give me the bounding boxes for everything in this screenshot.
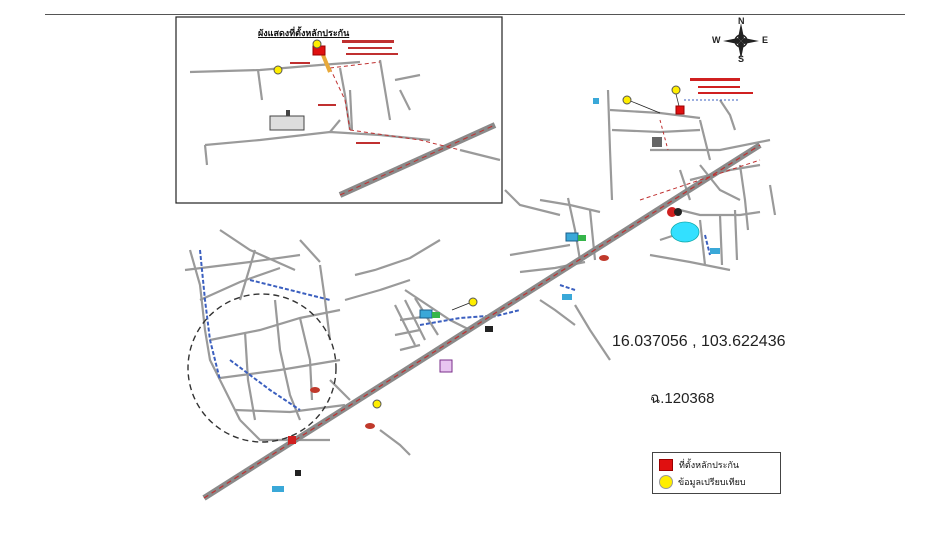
- company-icon: [562, 294, 572, 300]
- village-icon: [593, 98, 599, 104]
- subject-property-marker: [671, 85, 740, 115]
- legend-item-subject: ที่ตั้งหลักประกัน: [659, 457, 739, 473]
- hospital-icon: [667, 207, 677, 217]
- village-icon: [565, 232, 579, 242]
- tree-icon: [432, 312, 440, 318]
- compass-rose: N S W E: [712, 16, 770, 64]
- compass-north: N: [738, 16, 745, 26]
- comparison-marker-1: [468, 297, 478, 307]
- bank-icon: [485, 326, 493, 332]
- comparison-markers: [372, 95, 661, 409]
- compass-south: S: [738, 54, 745, 64]
- legend-item-comparison: ข้อมูลเปรียบเทียบ: [659, 474, 746, 490]
- top-rule: [45, 14, 905, 15]
- bank-icon: [295, 470, 301, 476]
- reference-code: ฉ.120368: [650, 390, 715, 407]
- comparison-marker-3: [372, 399, 382, 409]
- police-icon: [674, 208, 682, 216]
- hospital-icon: [288, 436, 296, 444]
- shrine-icon: [365, 423, 375, 429]
- compass-icon: [723, 23, 759, 59]
- village-icon: [710, 248, 720, 254]
- district-area-circle: [187, 293, 337, 443]
- coordinates-label: 16.037056 , 103.622436: [612, 333, 786, 350]
- inset-map-title: ผังแสดงที่ตั้งหลักประกัน: [258, 29, 350, 39]
- shrine-icon: [599, 255, 609, 261]
- compass-east: E: [762, 35, 769, 45]
- legend-label: ที่ตั้งหลักประกัน: [679, 461, 740, 471]
- yellow-circle-icon: [659, 475, 673, 489]
- tree-icon: [578, 235, 586, 241]
- route-branch: [659, 119, 669, 151]
- route-to-subject: [639, 159, 761, 201]
- comparison-marker-2: [622, 95, 632, 105]
- compass-west: W: [712, 35, 721, 45]
- pond: [670, 221, 700, 243]
- main-highway: [202, 142, 762, 501]
- school-icon: [272, 486, 284, 492]
- market-icon: [439, 359, 453, 373]
- legend: ที่ตั้งหลักประกัน ข้อมูลเปรียบเทียบ: [652, 452, 781, 494]
- village-icon: [419, 309, 433, 319]
- school-icon: [652, 137, 662, 147]
- subject-annotation: [690, 78, 753, 94]
- red-square-icon: [659, 459, 673, 471]
- landmarks: [272, 98, 720, 492]
- inset-map: [175, 16, 503, 204]
- shrine-icon: [310, 387, 320, 393]
- legend-label: ข้อมูลเปรียบเทียบ: [678, 478, 746, 488]
